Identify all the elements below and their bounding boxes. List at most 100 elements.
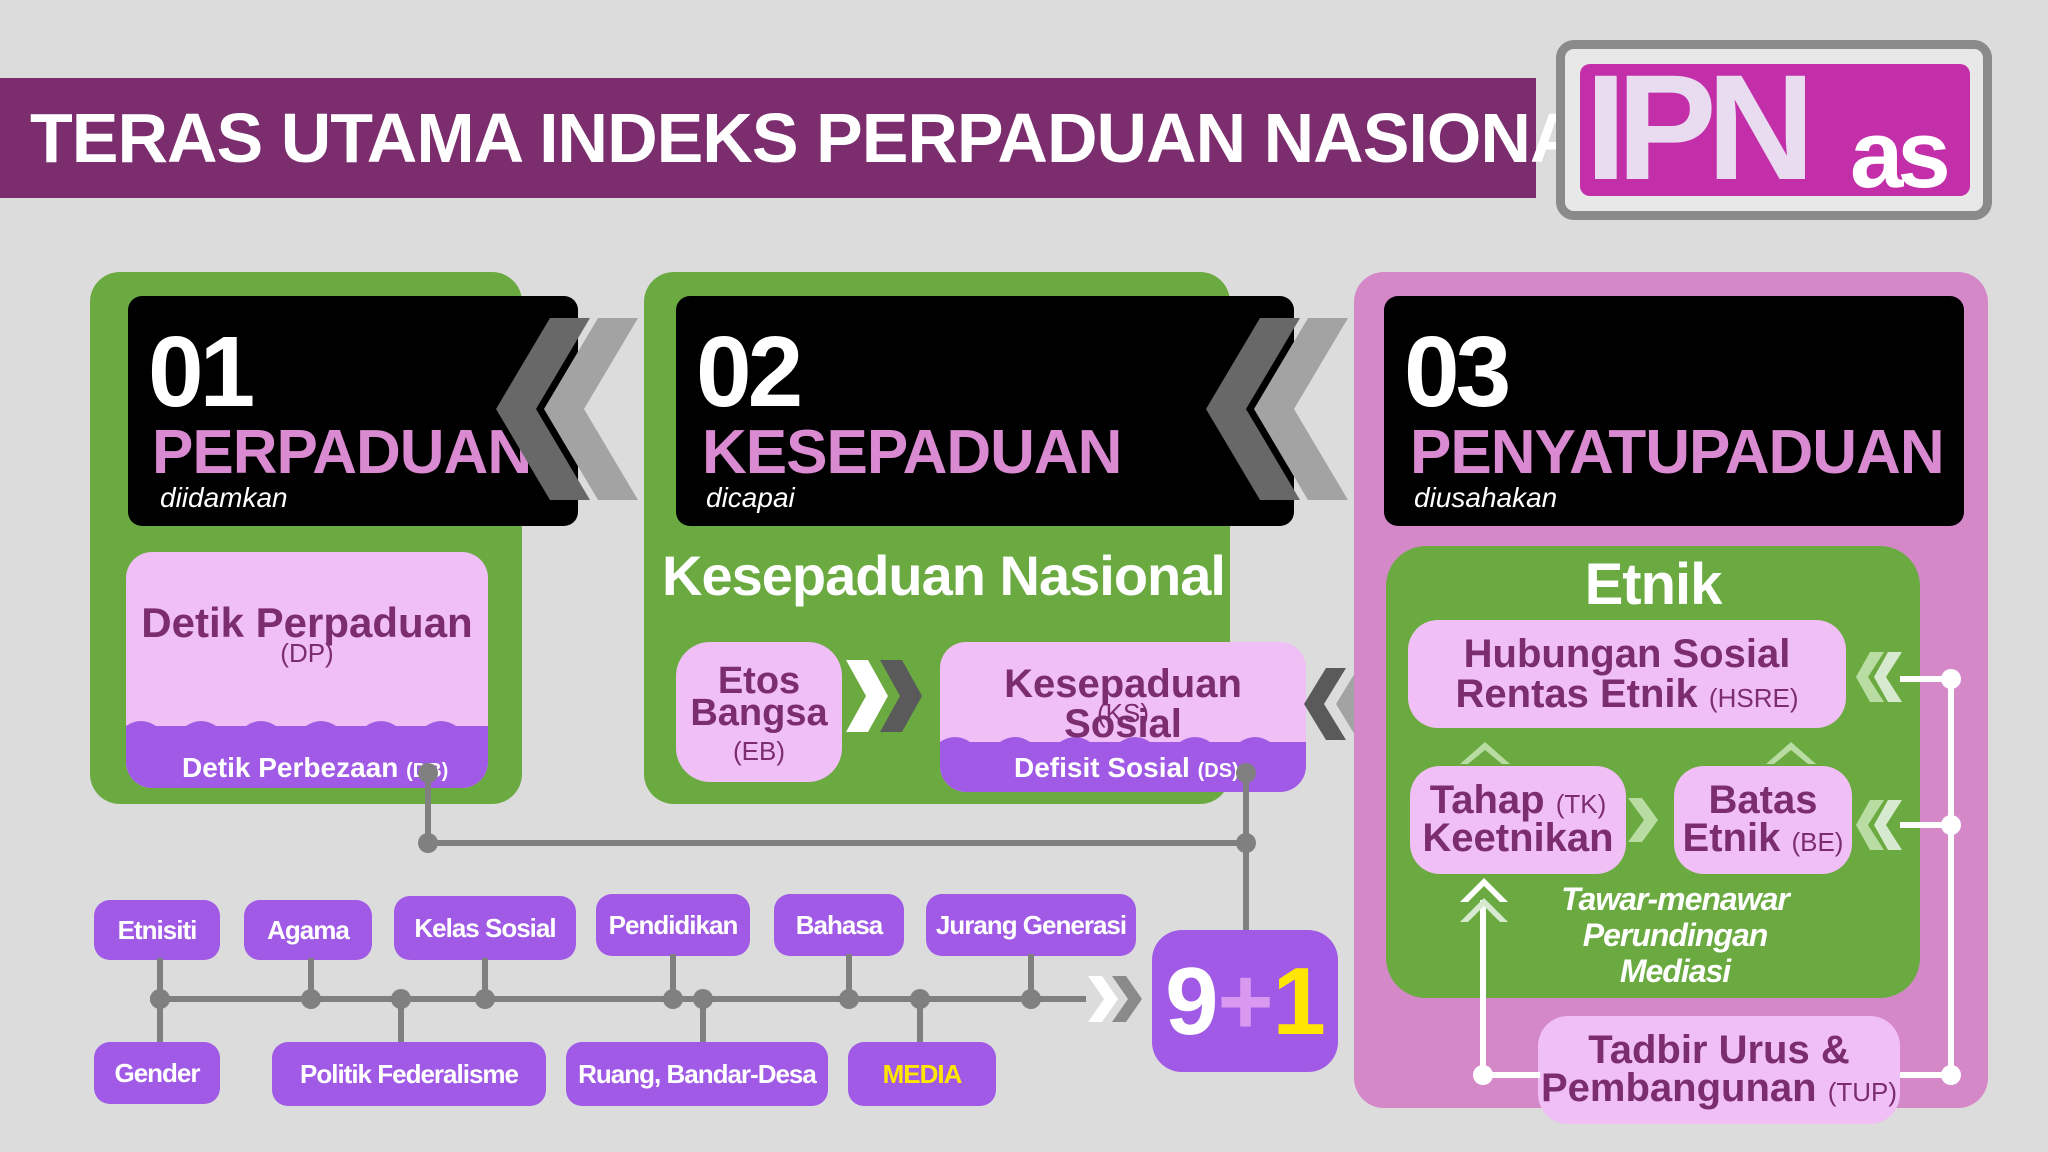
tup-line1: Tadbir Urus & — [1588, 1028, 1850, 1072]
ks-abbr: (KS) — [1097, 698, 1149, 728]
total-label: 9+1 — [1152, 954, 1338, 1050]
connector-line — [1243, 770, 1249, 944]
factor-pill: Gender — [94, 1042, 220, 1104]
feedback-line-vertical-left — [1480, 900, 1486, 1076]
connector-line — [157, 958, 163, 998]
etos-abbr: (EB) — [733, 736, 785, 766]
total-one: 1 — [1272, 948, 1326, 1055]
chevron-right-icon — [1628, 798, 1658, 842]
factor-pill: Etnisiti — [94, 900, 220, 960]
factor-pill: Jurang Generasi — [926, 894, 1136, 956]
tk-line1-text: Tahap — [1429, 778, 1545, 822]
factor-pill: Pendidikan — [596, 894, 750, 956]
connector-line — [846, 954, 852, 998]
connector-dot — [475, 989, 495, 1009]
card-title: Detik Perpaduan — [141, 599, 473, 646]
factors-bus-line — [150, 996, 1086, 1002]
method-item: Tawar-menawar — [1561, 881, 1790, 917]
total-badge — [1152, 930, 1338, 1072]
methods-list: Tawar-menawar Perundingan Mediasi — [1540, 881, 1810, 989]
ks-title: Kesepaduan Sosial — [1004, 662, 1242, 746]
heading-etnik: Etnik — [1584, 552, 1723, 617]
wave-label-text: Defisit Sosial — [1014, 752, 1190, 783]
connector-dot — [1021, 989, 1041, 1009]
header-penyatupaduan — [1384, 296, 1964, 526]
feedback-line-to-tup — [1480, 1072, 1540, 1078]
card-hsre — [1408, 620, 1846, 728]
feedback-line-middle — [1900, 822, 1952, 828]
be-line2: Etnik (BE) — [1674, 818, 1852, 858]
title-band — [0, 78, 1536, 198]
tup-abbr: (TUP) — [1827, 1077, 1898, 1107]
connector-dot — [418, 763, 438, 783]
connector-dot — [839, 989, 859, 1009]
connector-line — [157, 998, 163, 1044]
feedback-line-top — [1900, 676, 1952, 682]
connector-dot — [1941, 669, 1961, 689]
chevron-up-icon — [1766, 742, 1816, 764]
be-line2-text: Etnik — [1682, 816, 1781, 860]
card-batas-etnik — [1674, 766, 1852, 874]
chevron-left-icon — [1206, 318, 1348, 500]
etos-line1: Etos — [717, 660, 801, 702]
chevron-right-icon — [846, 660, 922, 732]
stage-name: KESEPADUAN — [702, 418, 1122, 487]
wave-edge — [126, 721, 488, 736]
card-abbr: (DP) — [280, 638, 334, 668]
stage-name: PENYATUPADUAN — [1410, 418, 1945, 487]
stage-number: 01 — [148, 316, 255, 428]
stage-verb: diusahakan — [1414, 482, 1558, 513]
connector-dot — [301, 989, 321, 1009]
chevron-right-icon — [1088, 976, 1142, 1022]
tk-line2: Keetnikan — [1422, 816, 1614, 860]
factor-pill: Ruang, Bandar-Desa — [566, 1042, 828, 1106]
wave-label: Defisit Sosial (DS) — [1014, 754, 1239, 782]
wave-label-abbr: (DS) — [1197, 760, 1239, 782]
logo-ipn-text: IPN — [1585, 43, 1815, 211]
etos-line2: Bangsa — [690, 692, 828, 734]
chevron-up-icon — [1460, 878, 1508, 922]
connector-line — [917, 998, 923, 1044]
method-item: Mediasi — [1619, 952, 1731, 989]
stage-verb: dicapai — [706, 482, 795, 513]
connector-line — [482, 958, 488, 998]
tk-line1: Tahap (TK) — [1410, 780, 1626, 820]
connector-line — [398, 998, 404, 1044]
connector-dot — [1236, 833, 1256, 853]
total-nine: 9 — [1165, 948, 1218, 1055]
connector-dot — [1941, 1065, 1961, 1085]
connector-dot — [1236, 763, 1256, 783]
stage-name: PERPADUAN — [152, 418, 532, 487]
tk-abbr: (TK) — [1555, 789, 1607, 819]
connector-dot — [418, 833, 438, 853]
connector-line — [670, 954, 676, 998]
card-etos-bangsa — [676, 642, 842, 782]
wave-label-text: Detik Perbezaan — [182, 752, 399, 783]
card-tahap-keetnikan — [1410, 766, 1626, 874]
connector-dot — [663, 989, 683, 1009]
card-tadbir-urus — [1538, 1016, 1900, 1124]
be-line1: Batas — [1708, 778, 1818, 822]
factor-pill: Bahasa — [774, 894, 904, 956]
hsre-abbr: (HSRE) — [1708, 683, 1799, 713]
stage-number: 03 — [1404, 316, 1511, 428]
chevron-left-icon — [1856, 652, 1902, 702]
connector-line — [425, 770, 431, 844]
factor-pill: Agama — [244, 900, 372, 960]
feedback-line-bottom — [1900, 1072, 1952, 1078]
connector-line — [700, 998, 706, 1044]
hsre-line1: Hubungan Sosial — [1463, 632, 1791, 676]
connector-line — [425, 840, 1249, 846]
stage-verb: diidamkan — [160, 482, 288, 513]
wave-edge — [940, 737, 1306, 752]
factor-pill-media: MEDIA — [848, 1042, 996, 1106]
factor-pill: Politik Federalisme — [272, 1042, 546, 1106]
connector-line — [1028, 954, 1034, 998]
chevron-left-icon — [496, 318, 638, 500]
hsre-line2: Rentas Etnik (HSRE) — [1408, 674, 1846, 714]
page-title: TERAS UTAMA INDEKS PERPADUAN NASIONAL 20… — [30, 99, 1791, 177]
feedback-line-vertical-right — [1948, 678, 1954, 1076]
total-plus: + — [1217, 948, 1273, 1055]
factor-pill: Kelas Sosial — [394, 896, 576, 960]
